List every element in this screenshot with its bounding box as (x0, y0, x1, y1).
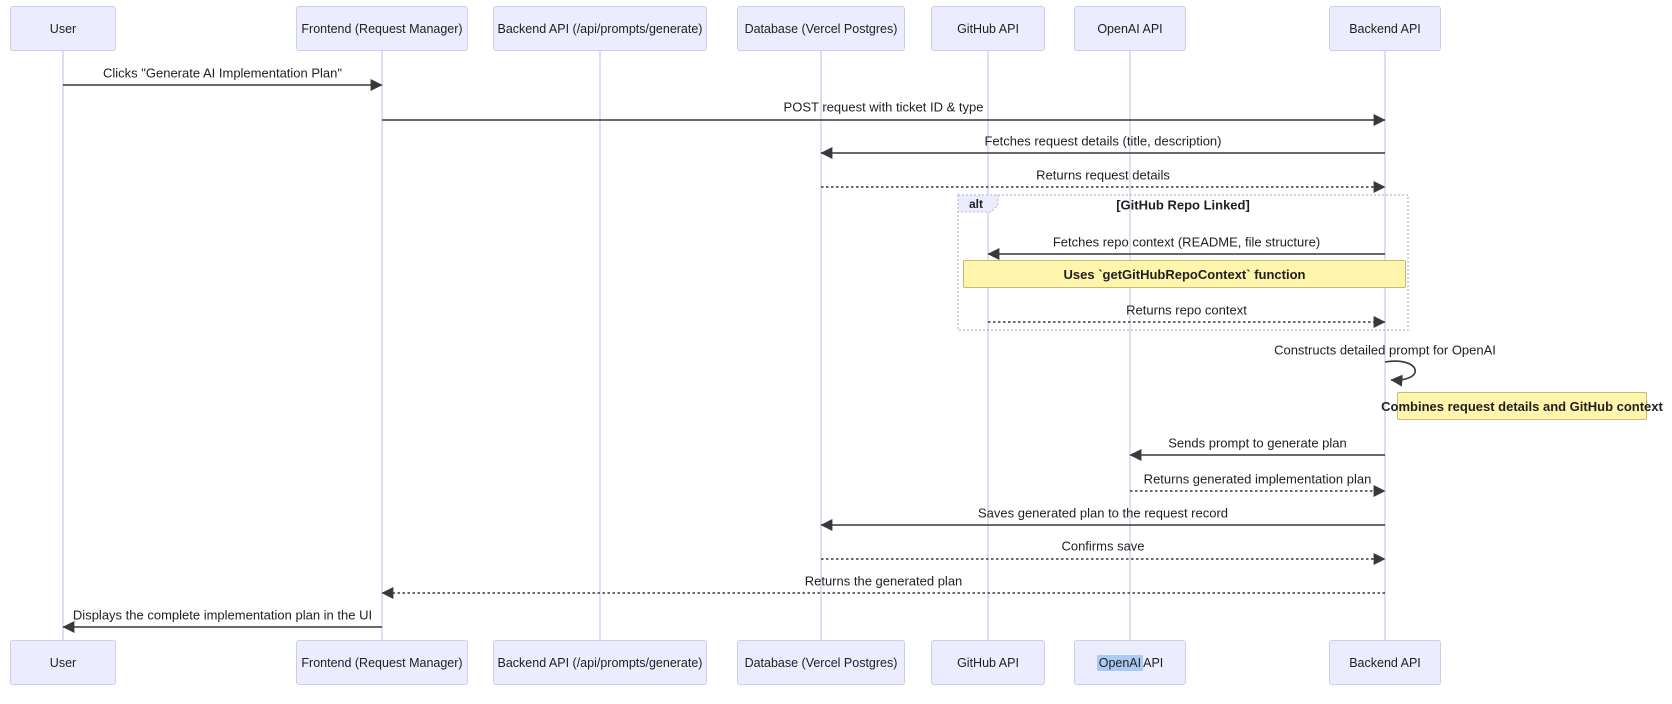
alt-frame-label: alt (968, 196, 984, 211)
actor-box-top-database: Database (Vercel Postgres) (737, 6, 905, 51)
message-label: Clicks "Generate AI Implementation Plan" (102, 65, 343, 81)
alt-frame-condition: [GitHub Repo Linked] (1116, 197, 1250, 213)
actor-box-bottom-backend: Backend API (1329, 640, 1441, 685)
actor-box-top-backend: Backend API (1329, 6, 1441, 51)
actor-label: GitHub API (957, 21, 1019, 36)
actor-label: Frontend (Request Manager) (301, 21, 463, 36)
actor-box-bottom-frontend: Frontend (Request Manager) (296, 640, 468, 685)
actor-box-top-backend_api: Backend API (/api/prompts/generate) (493, 6, 707, 51)
note-text: Combines request details and GitHub cont… (1381, 398, 1663, 414)
actor-box-bottom-github: GitHub API (931, 640, 1045, 685)
alt-frame (957, 194, 1409, 331)
actor-label: User (49, 655, 77, 670)
note: Combines request details and GitHub cont… (1381, 392, 1663, 420)
actor-label: Backend API (1349, 21, 1421, 36)
actor-box-top-user: User (10, 6, 116, 51)
actor-box-top-github: GitHub API (931, 6, 1045, 51)
selected-text: OpenAI (1096, 654, 1144, 671)
note-text: Uses `getGitHubRepoContext` function (1063, 266, 1306, 282)
message-label: Fetches request details (title, descript… (984, 133, 1222, 149)
alt-frame-label-shape (957, 194, 999, 213)
actor-label: Backend API (/api/prompts/generate) (497, 21, 703, 36)
message-label: Returns generated implementation plan (1143, 471, 1372, 487)
lifelines-group (62, 28, 1386, 685)
actor-box-bottom-backend_api: Backend API (/api/prompts/generate) (493, 640, 707, 685)
actor-box-bottom-openai: OpenAI API (1074, 640, 1186, 685)
actor-box-bottom-user: User (10, 640, 116, 685)
actor-label: Database (Vercel Postgres) (744, 21, 898, 36)
actor-box-top-openai: OpenAI API (1074, 6, 1186, 51)
actor-label: Frontend (Request Manager) (301, 655, 463, 670)
frames-group (957, 194, 1409, 331)
actor-label: User (49, 21, 77, 36)
actor-box-top-frontend: Frontend (Request Manager) (296, 6, 468, 51)
actor-label: GitHub API (957, 655, 1019, 670)
message-self-loop (1384, 360, 1416, 387)
note: Uses `getGitHubRepoContext` function (963, 260, 1406, 288)
messages-group (62, 79, 1416, 633)
message-label: Sends prompt to generate plan (1168, 435, 1347, 451)
message-label: Constructs detailed prompt for OpenAI (1274, 342, 1496, 358)
message-label: Returns the generated plan (804, 573, 963, 589)
message-label: Fetches repo context (README, file struc… (1052, 234, 1321, 250)
message-label: Displays the complete implementation pla… (72, 607, 373, 623)
actor-label: Backend API (1349, 655, 1421, 670)
actor-label: Backend API (/api/prompts/generate) (497, 655, 703, 670)
actor-label: OpenAI API (1097, 21, 1163, 36)
message-label: POST request with ticket ID & type (783, 99, 984, 115)
message-label: Returns repo context (1126, 302, 1247, 318)
message-label: Saves generated plan to the request reco… (977, 505, 1229, 521)
actor-label: Database (Vercel Postgres) (744, 655, 898, 670)
message-label: Confirms save (1061, 538, 1145, 554)
actor-box-bottom-database: Database (Vercel Postgres) (737, 640, 905, 685)
message-label: Returns request details (1036, 167, 1170, 183)
